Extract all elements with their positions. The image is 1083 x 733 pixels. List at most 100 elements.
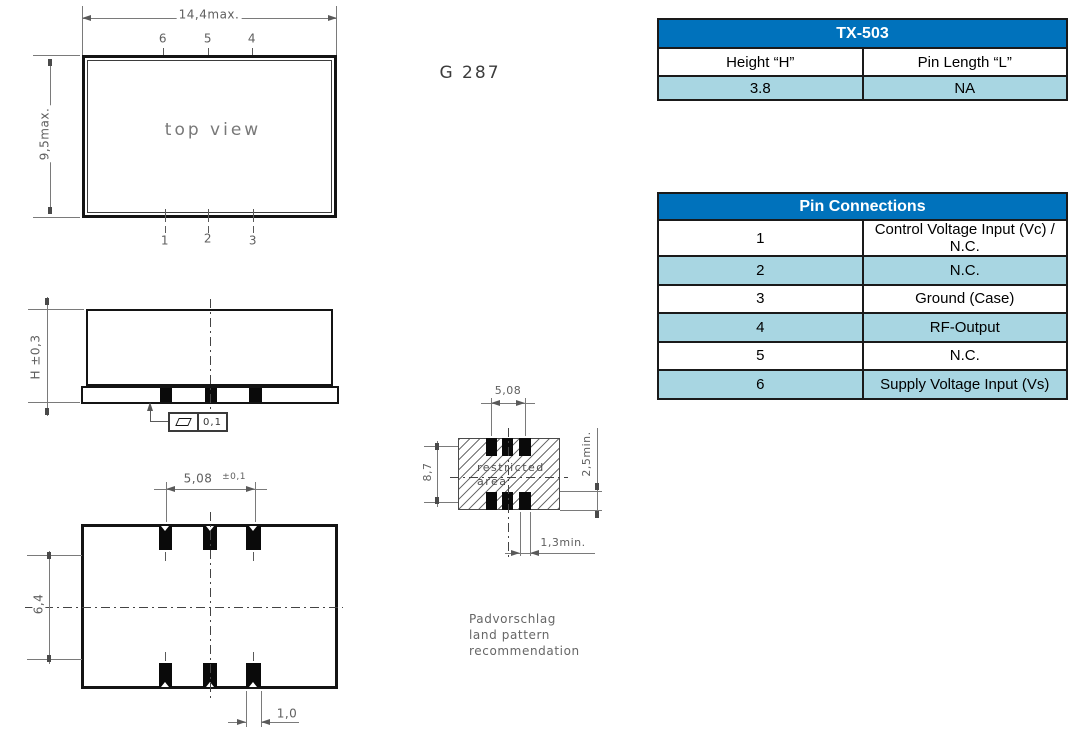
arrowhead-icon [530,550,539,556]
pin-tick [252,48,253,58]
extension-line [246,691,247,727]
arrowhead-icon [82,15,91,21]
pin-number: 2 [657,255,864,286]
restricted-area-label: restricted area [477,461,545,488]
pin-tick [253,226,254,233]
pin-tick [208,48,209,58]
centerline [450,477,568,478]
extension-line [28,402,80,403]
arrowhead-icon [516,400,525,406]
side-view-pad [205,388,217,402]
pin-number: 1 [657,219,864,257]
centerline [25,607,343,608]
top-view-body [82,55,337,218]
arrowhead-icon [166,486,175,492]
spec-col-height: Height “H” [657,47,864,77]
arrowhead-icon [491,400,500,406]
side-view-body [86,309,333,386]
leader-line [150,421,169,422]
pad-center-tick [165,652,166,661]
side-view-height-dim: H ±0,3 [28,332,43,382]
side-view-pad [160,388,172,402]
flatness-icon [170,414,199,430]
extension-line [28,309,84,310]
top-view-height-dim: 9,5max. [37,105,52,163]
arrowhead-icon [246,486,255,492]
land-pattern-pad [519,492,531,510]
pin-label-3: 3 [248,233,258,248]
arrowhead-icon [261,719,270,725]
land-pattern-pad [502,438,513,456]
pin-number: 6 [657,369,864,400]
table-row: 4 RF-Output [657,312,1068,343]
land-pattern-pad [502,492,513,510]
extension-line [33,55,80,56]
land-pattern-pad [486,438,497,456]
arrowhead-icon [237,719,246,725]
dimension-line [481,403,535,404]
bottom-view-body-dim: 6,4 [31,591,46,617]
top-view-width-dim: 14,4max. [176,7,242,22]
pin-table-title: Pin Connections [657,192,1068,221]
table-row: 3 Ground (Case) [657,283,1068,314]
extension-line [530,512,531,556]
extension-line [27,659,82,660]
pin-label-2: 2 [203,231,213,246]
pin-number: 5 [657,340,864,371]
land-pattern-vertical-dim: 8,7 [420,460,435,484]
dimension-line [49,551,50,664]
pin-label-5: 5 [203,31,213,46]
pad-center-tick [253,552,254,561]
pin-label-4: 4 [247,31,257,46]
dim-end-marker [595,483,599,490]
table-row: 5 N.C. [657,340,1068,371]
dim-end-marker [48,207,52,214]
flatness-tolerance-frame: 0,1 [168,412,228,432]
dimension-line [154,489,267,490]
land-pattern-pad [486,492,497,510]
land-pattern-caption: Padvorschlag land pattern recommendation [469,612,580,658]
spec-col-pin-length: Pin Length “L” [861,47,1068,77]
arrowhead-icon [511,550,520,556]
pin-label-1: 1 [160,233,170,248]
land-pattern-pad-length-dim: 2,5min. [579,429,594,479]
pad-notch [161,682,169,687]
land-pattern-pitch-dim: 5,08 [494,383,522,397]
extension-line [33,217,80,218]
pad-notch [249,526,257,531]
dim-end-marker [45,408,49,415]
side-view-pad [249,388,262,402]
spec-table: TX-503 Height “H” Pin Length “L” 3.8 NA [657,18,1068,101]
dimension-line [505,553,595,554]
pin-number: 4 [657,312,864,343]
bottom-view-pad [246,526,261,550]
dim-end-marker [595,511,599,518]
arrowhead-icon [328,15,337,21]
dim-end-marker [435,443,439,450]
extension-line [261,691,262,727]
spec-table-title: TX-503 [657,18,1068,49]
centerline [210,512,211,700]
bottom-view-pad [159,663,172,687]
extension-line [560,491,602,492]
bottom-view-body [81,524,338,689]
extension-line [336,6,337,55]
extension-line [424,446,458,447]
dim-end-marker [45,298,49,305]
pad-center-tick [165,552,166,561]
extension-line [166,482,167,522]
pin-function: N.C. [861,255,1068,286]
extension-line [27,555,82,556]
pin-function: Ground (Case) [861,283,1068,314]
top-view-label: top view [164,120,262,140]
dimension-line [261,722,299,723]
pin-tick [208,226,209,233]
pad-notch [249,682,257,687]
extension-line [82,6,83,55]
pad-notch [161,526,169,531]
pin-number: 3 [657,283,864,314]
dimension-line [597,428,598,518]
pin-tick [165,226,166,233]
bottom-view-pad [246,663,261,687]
top-view-inner-line [87,60,332,213]
